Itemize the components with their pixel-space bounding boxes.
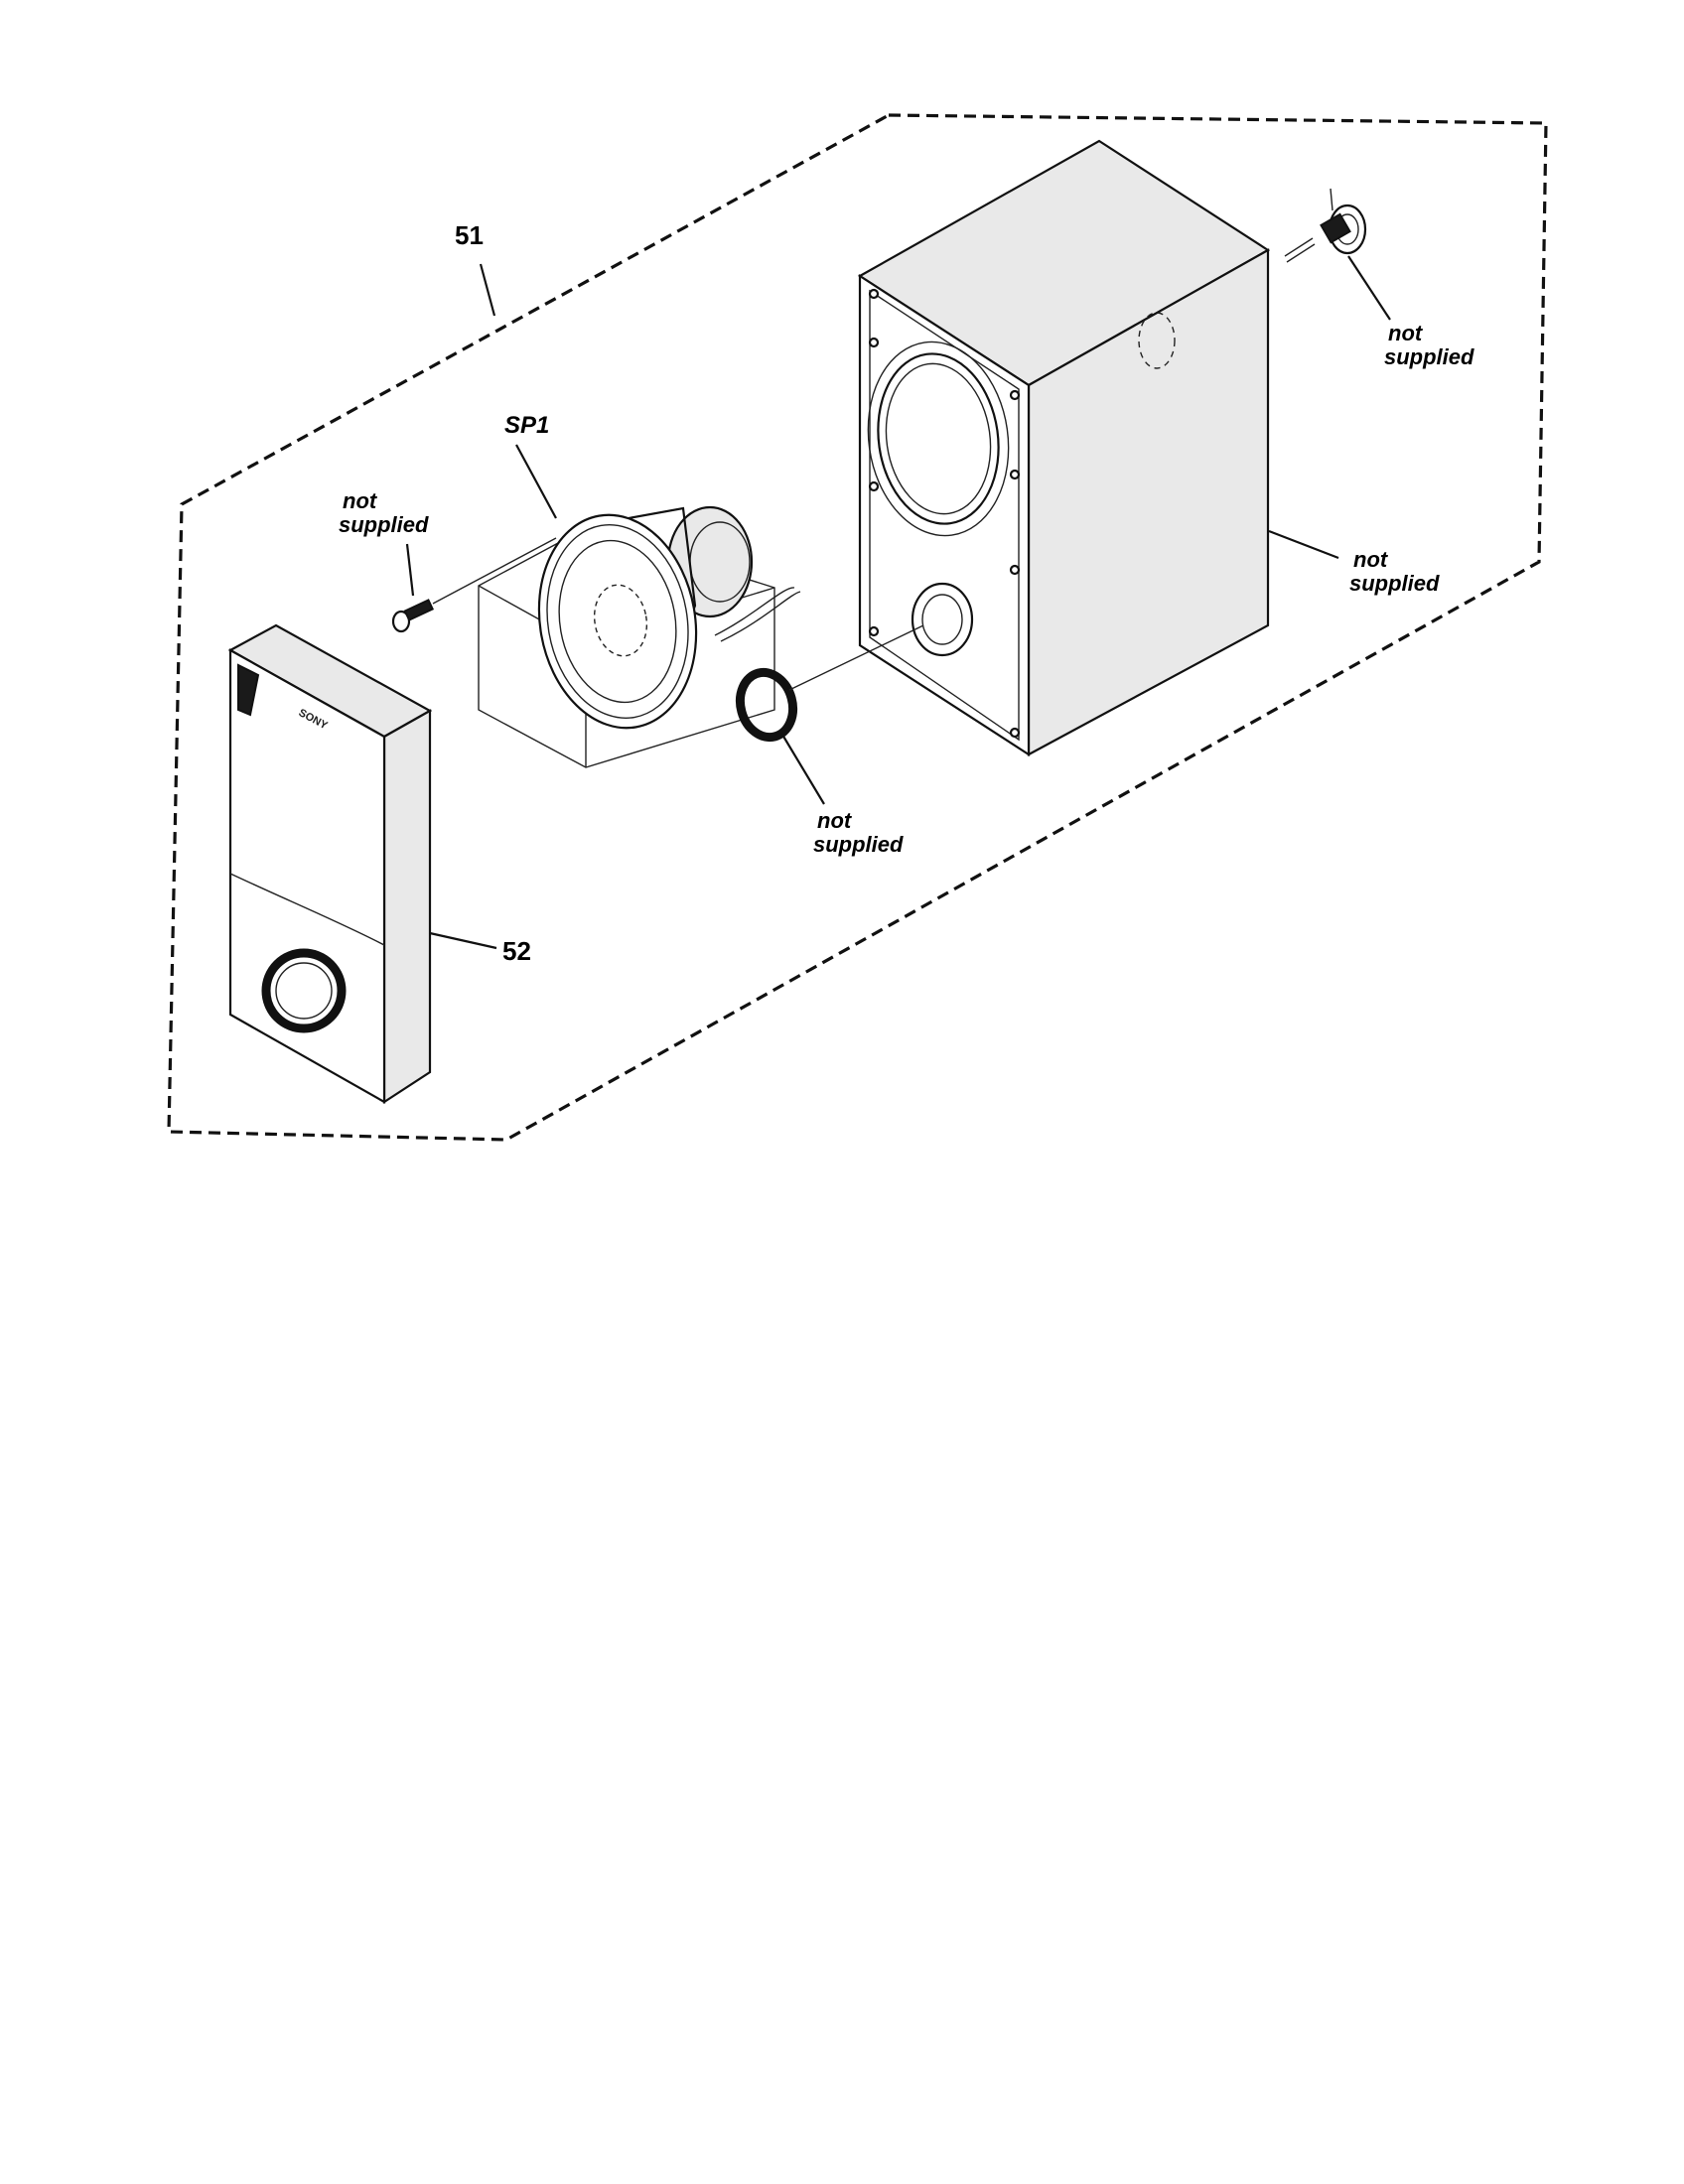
leader-screw — [405, 543, 415, 597]
note-port-ring-line1: not — [817, 808, 853, 833]
note-terminal-line1: not — [1388, 321, 1424, 345]
port-ring — [735, 624, 924, 743]
note-screw: not supplied — [339, 488, 429, 537]
leader-52 — [429, 931, 497, 950]
leader-terminal — [1347, 255, 1391, 321]
note-cabinet-line1: not — [1353, 547, 1389, 572]
note-terminal: not supplied — [1384, 321, 1474, 369]
callout-51: 51 — [455, 220, 484, 250]
callout-52: 52 — [502, 936, 531, 966]
note-cabinet: not supplied — [1349, 547, 1440, 596]
leader-cabinet — [1268, 529, 1339, 560]
leader-51 — [479, 263, 496, 317]
mounting-screw — [391, 537, 557, 633]
note-screw-line1: not — [343, 488, 378, 513]
assembly-boundary — [167, 113, 1548, 1142]
woofer-driver — [478, 505, 801, 768]
leader-port-ring — [781, 734, 825, 805]
speaker-cabinet — [857, 139, 1271, 757]
note-port-ring-line2: supplied — [813, 832, 904, 857]
terminal-connector — [1284, 188, 1367, 263]
note-screw-line2: supplied — [339, 512, 429, 537]
callout-sp1: SP1 — [504, 412, 549, 439]
leader-sp1 — [515, 444, 557, 519]
front-grille: SONY — [227, 623, 433, 1105]
note-terminal-line2: supplied — [1384, 344, 1474, 369]
note-cabinet-line2: supplied — [1349, 571, 1440, 596]
note-port-ring: not supplied — [813, 808, 904, 857]
